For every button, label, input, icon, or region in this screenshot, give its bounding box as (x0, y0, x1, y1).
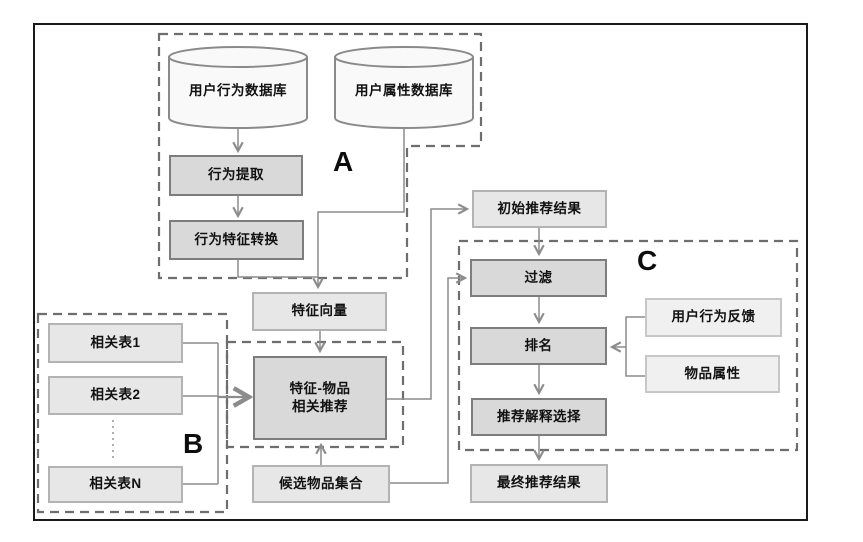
user-attribute-db-top (334, 46, 474, 68)
node-user-behavior-feedback: 用户行为反馈 (645, 298, 782, 337)
node-behavior-extraction: 行为提取 (169, 155, 303, 196)
node-related-table-2: 相关表2 (48, 376, 183, 415)
edge-candidate-to-filter (390, 272, 468, 484)
node-candidate-item-set: 候选物品集合 (252, 465, 390, 503)
node-filter: 过滤 (470, 259, 607, 297)
node-explanation-selection: 推荐解释选择 (471, 398, 607, 436)
node-initial-results: 初始推荐结果 (472, 190, 607, 228)
node-behavior-feature-transform: 行为特征转换 (169, 220, 304, 260)
user-behavior-db-top (168, 46, 308, 68)
node-user-behavior-db-label: 用户行为数据库 (189, 83, 287, 98)
node-feature-vector: 特征向量 (252, 292, 387, 331)
edge-feedback-bracket (625, 316, 645, 377)
edge-db2-to-featurevector (312, 128, 405, 290)
group-b-outline (36, 312, 229, 514)
node-item-attributes: 物品属性 (645, 355, 780, 393)
edge-featitem-to-initial (387, 203, 470, 400)
node-related-table-1: 相关表1 (48, 323, 183, 363)
group-c-label: C (637, 245, 658, 276)
node-final-results: 最终推荐结果 (470, 464, 608, 503)
group-a-outline (157, 32, 483, 280)
edge-transform-branch (237, 260, 318, 278)
node-feature-item-recommend: 特征-物品 相关推荐 (253, 356, 387, 440)
group-b-label: B (183, 428, 204, 459)
group-c-outline (457, 239, 799, 452)
group-a-label: A (333, 146, 354, 177)
feature-item-outline (225, 340, 405, 449)
node-ranking: 排名 (470, 327, 607, 365)
node-user-attribute-db-label: 用户属性数据库 (355, 83, 453, 98)
node-related-table-n: 相关表N (48, 466, 183, 503)
database-cylinders (168, 46, 474, 129)
